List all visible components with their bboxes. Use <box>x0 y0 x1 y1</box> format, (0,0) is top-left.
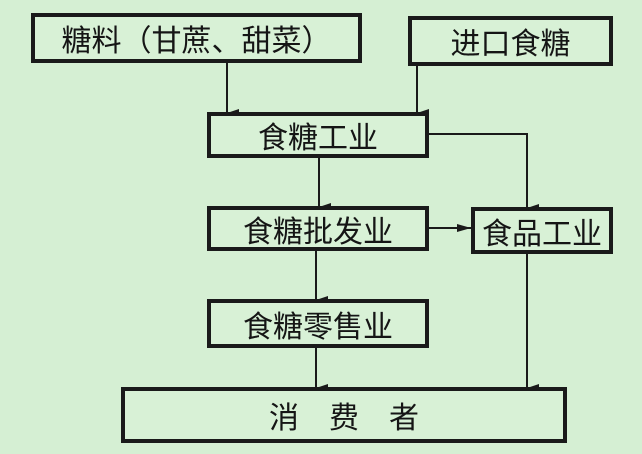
arrow-industry-to-food <box>428 133 539 212</box>
node-label: 糖料（甘蔗、甜菜） <box>61 24 332 59</box>
node-label: 消 费 者 <box>269 401 419 436</box>
node-consumer: 消 费 者 <box>121 387 567 443</box>
node-label: 食糖批发业 <box>243 214 393 250</box>
node-sugar-retail: 食糖零售业 <box>207 299 429 348</box>
node-label: 进口食糖 <box>450 27 571 62</box>
node-label: 食糖工业 <box>258 121 378 156</box>
node-sugar-wholesale: 食糖批发业 <box>207 206 429 251</box>
node-label: 食品工业 <box>482 216 602 252</box>
node-label: 食糖零售业 <box>243 309 393 345</box>
node-imported-sugar: 进口食糖 <box>408 16 613 66</box>
node-raw-material: 糖料（甘蔗、甜菜） <box>31 13 362 63</box>
node-sugar-industry: 食糖工业 <box>207 112 429 158</box>
node-food-industry: 食品工业 <box>471 207 613 254</box>
